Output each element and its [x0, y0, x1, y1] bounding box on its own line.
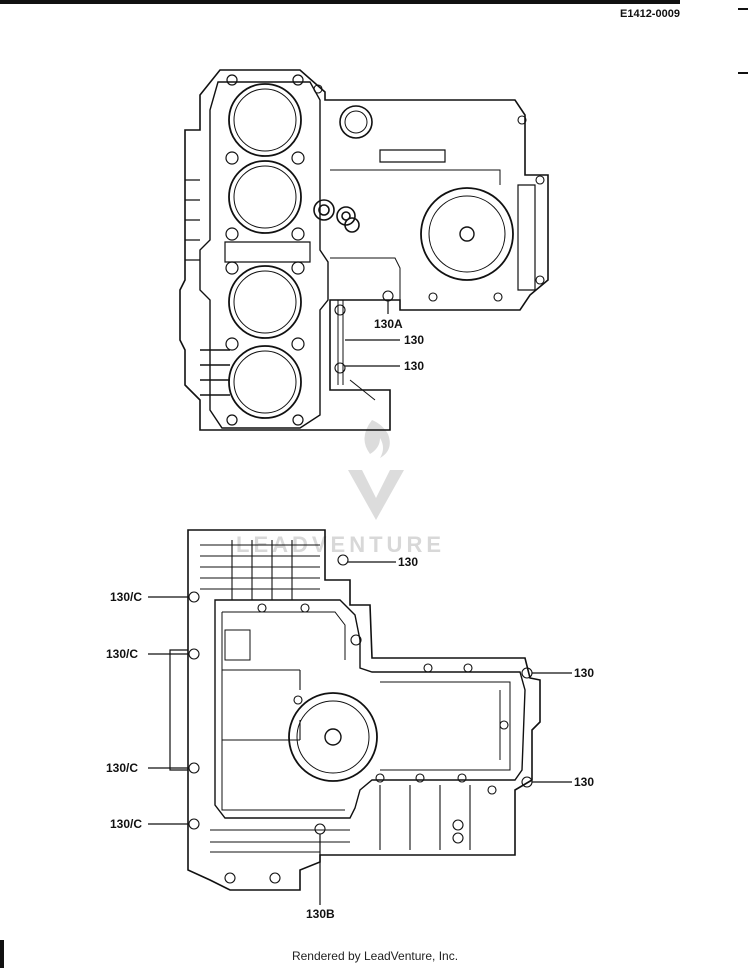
left-edge-bar — [0, 940, 4, 968]
callout-130c-3: 130/C — [106, 761, 138, 775]
callout-130-lower-right-1: 130 — [574, 666, 594, 680]
callout-130-lower-right-2: 130 — [574, 775, 594, 789]
upper-crankcase-drawing — [179, 69, 549, 431]
watermark-logo: LEADVENTURE — [236, 420, 441, 557]
top-rule — [0, 0, 680, 4]
callout-130-upper-1: 130 — [404, 333, 424, 347]
callout-130c-4: 130/C — [110, 817, 142, 831]
callout-130-upper-2: 130 — [404, 359, 424, 373]
lower-crankcase-drawing — [148, 529, 572, 905]
callout-130b: 130B — [306, 907, 335, 921]
bottom-callouts: 130 130/C 130/C 130 130/C 130 130/C 130B — [106, 555, 594, 921]
callout-130a: 130A — [374, 317, 403, 331]
callout-130-lower-top: 130 — [398, 555, 418, 569]
reference-code: E1412-0009 — [620, 8, 680, 20]
callout-130c-2: 130/C — [106, 647, 138, 661]
footer-credit: Rendered by LeadVenture, Inc. — [291, 949, 459, 963]
callout-130c-1: 130/C — [110, 590, 142, 604]
right-edge-tick-top — [738, 8, 748, 10]
top-callouts: 130A 130 130 — [374, 317, 424, 373]
right-edge-tick-mid — [738, 72, 748, 74]
